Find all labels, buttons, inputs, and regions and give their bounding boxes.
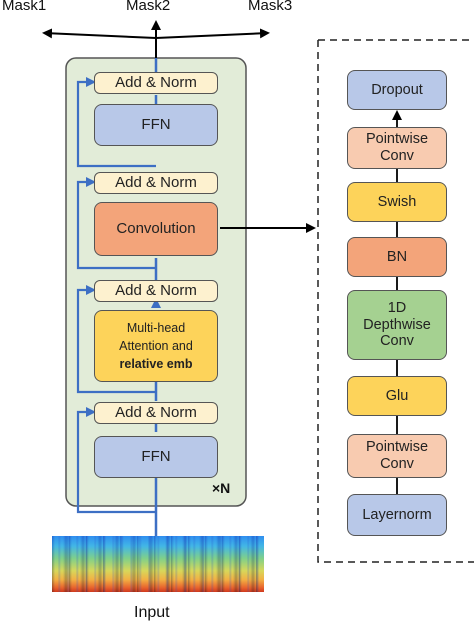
pointwise-bottom-line-2: Conv [380,456,414,472]
conv-module-border [317,39,474,563]
mask3-label: Mask3 [248,0,293,14]
mha-line-1: Multi-head [126,320,186,335]
add-norm-box-1: Add & Norm [94,72,218,94]
pointwise-conv-top-box: Pointwise Conv [347,127,447,169]
depthwise-line-1: 1D [387,299,407,316]
mha-line-2: Attention and [119,338,193,353]
residual-skips [76,77,156,514]
add-norm-box-3: Add & Norm [94,280,218,302]
dropout-box: Dropout [347,70,447,110]
multi-head-attention-box: Multi-head Attention and relative emb [94,310,218,382]
layernorm-box: Layernorm [347,494,447,536]
pointwise-top-line-2: Conv [380,148,414,164]
convolution-box: Convolution [94,202,218,256]
glu-box: Glu [347,376,447,416]
ffn-top-box: FFN [94,104,218,146]
pointwise-bottom-line-1: Pointwise [365,439,429,456]
repeat-n-label: ×N [212,480,231,496]
add-norm-box-2: Add & Norm [94,172,218,194]
swish-box: Swish [347,182,447,222]
depthwise-conv-box: 1D Depthwise Conv [347,290,447,360]
ffn-bottom-box: FFN [94,436,218,478]
depthwise-line-2: Depthwise [363,316,431,333]
depthwise-line-3: Conv [380,333,414,350]
mask2-label: Mask2 [126,0,171,14]
pointwise-top-line-1: Pointwise [365,131,429,148]
bn-box: BN [347,237,447,277]
pointwise-conv-bottom-box: Pointwise Conv [347,434,447,478]
mha-line-3: relative emb [119,357,193,372]
add-norm-box-4: Add & Norm [94,402,218,424]
spectrogram-texture [52,536,264,592]
mask-arrows [42,20,270,58]
mask1-label: Mask1 [2,0,47,14]
input-spectrogram-image [52,536,264,592]
input-label: Input [134,604,170,621]
